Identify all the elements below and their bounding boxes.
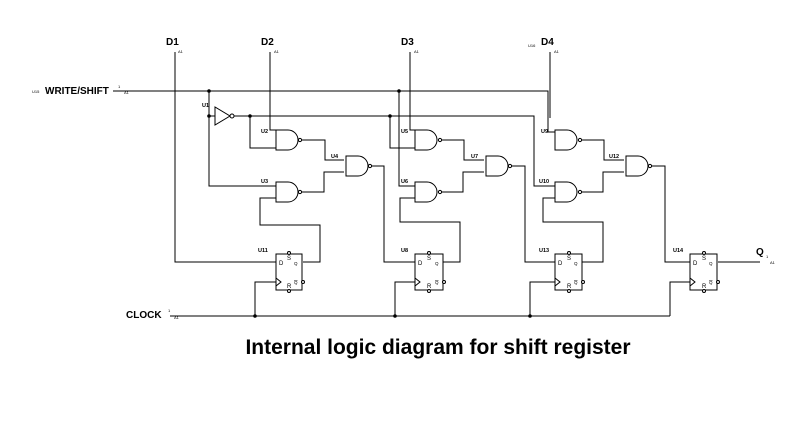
flip-flop-u14 bbox=[689, 251, 720, 293]
nand-gate-u10 bbox=[554, 181, 583, 203]
ff-u11-pin-s: S bbox=[287, 256, 291, 262]
ff-u14-pin-s: S bbox=[702, 256, 706, 262]
nand-gate-u2 bbox=[275, 129, 303, 151]
label-output-q: Q bbox=[756, 247, 764, 258]
label-d3: D3 bbox=[401, 37, 414, 48]
nand-gate-u7 bbox=[485, 155, 513, 177]
ref-u15: U15 bbox=[32, 89, 40, 94]
ff-u8-pin-d: D bbox=[418, 261, 423, 267]
pin-1-q: 1 bbox=[766, 254, 769, 259]
ref-u12: U12 bbox=[609, 154, 619, 160]
nand-gate-u3 bbox=[275, 181, 303, 203]
label-d2: D2 bbox=[261, 37, 274, 48]
inverter-u1 bbox=[214, 106, 235, 126]
flip-flop-u13 bbox=[554, 251, 585, 293]
label-write-shift: WRITE/SHIFT bbox=[45, 86, 109, 97]
ref-u14: U14 bbox=[673, 248, 684, 254]
label-d4: D4 bbox=[541, 37, 554, 48]
ref-u2: U2 bbox=[261, 129, 268, 135]
nand-gate-u5 bbox=[414, 129, 443, 151]
ff-u14-pin-qbar: Q bbox=[709, 280, 713, 285]
ff-u13-pin-s: S bbox=[567, 256, 571, 262]
ff-u11-pin-qbar: Q bbox=[294, 280, 298, 285]
ref-u1: U1 bbox=[202, 103, 209, 109]
pin-1-clk: 1 bbox=[168, 308, 171, 313]
ff-u8-pin-qbar: Q bbox=[435, 280, 439, 285]
ref-u3: U3 bbox=[261, 179, 268, 185]
ref-u5: U5 bbox=[401, 129, 408, 135]
ff-u13-pin-q: Q bbox=[574, 261, 578, 266]
ff-u13-pin-qbar: Q bbox=[574, 280, 578, 285]
pin-a1-d4: A1 bbox=[554, 49, 560, 54]
pin-a1-d3: A1 bbox=[414, 49, 420, 54]
ff-u8-pin-q: Q bbox=[435, 261, 439, 266]
pin-a1-d1: A1 bbox=[178, 49, 184, 54]
ref-u7: U7 bbox=[471, 154, 478, 160]
pin-a1-q: A1 bbox=[770, 260, 776, 265]
junctions bbox=[207, 89, 532, 318]
ff-u8-pin-s: S bbox=[427, 256, 431, 262]
ff-u14-pin-d: D bbox=[693, 261, 698, 267]
pin-a1-ws: A1 bbox=[124, 90, 130, 95]
ref-u6: U6 bbox=[401, 179, 408, 185]
flip-flop-u8 bbox=[414, 251, 446, 293]
ff-u14-pin-q: Q bbox=[709, 261, 713, 266]
label-clock: CLOCK bbox=[126, 310, 162, 321]
nand-gate-u12 bbox=[625, 155, 653, 177]
flip-flop-u11 bbox=[275, 251, 305, 293]
pin-a1-d2: A1 bbox=[274, 49, 280, 54]
ff-u13-pin-r: R bbox=[567, 284, 572, 290]
ref-u8: U8 bbox=[401, 248, 408, 254]
ff-u11-pin-q: Q bbox=[294, 261, 298, 266]
ref-u10: U10 bbox=[539, 179, 549, 185]
ref-u11: U11 bbox=[258, 248, 268, 254]
ff-u11-pin-r: R bbox=[287, 284, 292, 290]
nand-gate-u4 bbox=[345, 155, 373, 177]
ff-u11-pin-d: D bbox=[279, 261, 284, 267]
nand-gate-u6 bbox=[414, 181, 443, 203]
ref-u9: U9 bbox=[541, 129, 548, 135]
pin-1-ws: 1 bbox=[118, 84, 121, 89]
ref-u4: U4 bbox=[331, 154, 339, 160]
ff-u13-pin-d: D bbox=[558, 261, 563, 267]
nand-gate-u9 bbox=[554, 129, 583, 151]
ref-u16: U16 bbox=[528, 43, 536, 48]
diagram-caption: Internal logic diagram for shift registe… bbox=[245, 336, 631, 359]
ff-u14-pin-r: R bbox=[702, 284, 707, 290]
ref-u13: U13 bbox=[539, 248, 549, 254]
label-d1: D1 bbox=[166, 37, 179, 48]
ff-u8-pin-r: R bbox=[427, 284, 432, 290]
pin-a1-clk: A1 bbox=[174, 315, 180, 320]
